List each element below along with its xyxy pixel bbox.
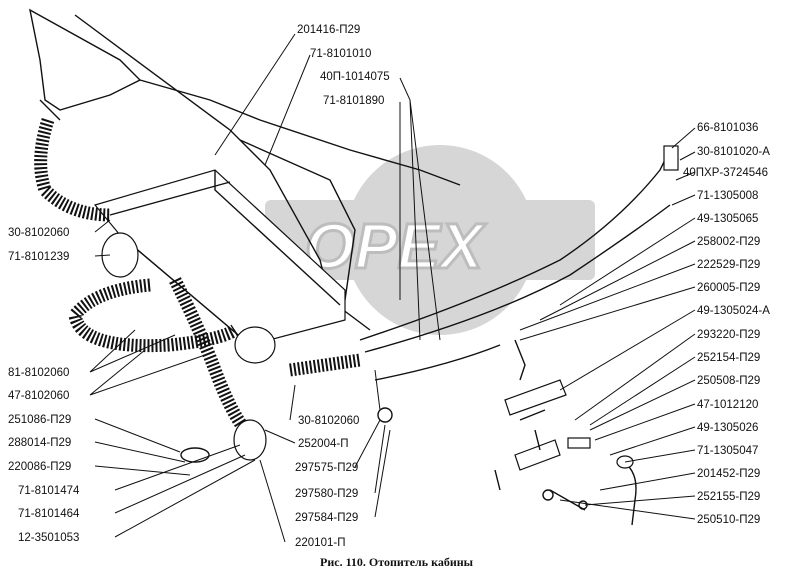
label-297575-p29: 297575-П29 bbox=[295, 462, 358, 474]
drain-tube bbox=[619, 459, 637, 526]
valve bbox=[663, 145, 679, 171]
watermark: OPEX bbox=[265, 145, 595, 335]
label-71-1305047: 71-1305047 bbox=[697, 445, 758, 457]
label-30-8102060-bottom: 30-8102060 bbox=[298, 415, 359, 427]
label-220101-p: 220101-П bbox=[295, 537, 345, 549]
label-30-8101020-a: 30-8101020-А bbox=[697, 146, 770, 158]
pipe-upper bbox=[359, 149, 671, 341]
label-251086-p29: 251086-П29 bbox=[8, 414, 71, 426]
label-252155-p29: 252155-П29 bbox=[697, 491, 760, 503]
label-260005-p29: 260005-П29 bbox=[697, 282, 760, 294]
hose-middle bbox=[68, 278, 239, 353]
watermark-text: OPEX bbox=[305, 210, 486, 282]
label-71-8101010: 71-8101010 bbox=[310, 48, 371, 60]
label-258002-p29: 258002-П29 bbox=[697, 236, 760, 248]
label-71-8101239: 71-8101239 bbox=[8, 251, 69, 263]
hose-clamp bbox=[180, 447, 210, 463]
label-40phr-3724546: 40ПХР-3724546 bbox=[683, 167, 768, 179]
hose-lower bbox=[169, 277, 251, 434]
label-201416-p29: 201416-П29 bbox=[297, 24, 360, 36]
label-252004-p: 252004-П bbox=[298, 438, 348, 450]
label-297580-p29: 297580-П29 bbox=[295, 488, 358, 500]
label-49-1305026: 49-1305026 bbox=[697, 422, 758, 434]
spring-clip bbox=[377, 407, 393, 423]
label-66-8101036: 66-8101036 bbox=[697, 122, 758, 134]
label-222529-p29: 222529-П29 bbox=[697, 259, 760, 271]
label-49-1305065: 49-1305065 bbox=[697, 213, 758, 225]
label-71-8101464: 71-8101464 bbox=[18, 508, 80, 520]
label-30-8102060-left: 30-8102060 bbox=[8, 227, 69, 239]
pipe-return bbox=[374, 344, 501, 381]
label-71-8101890: 71-8101890 bbox=[323, 95, 384, 107]
label-47-1012120: 47-1012120 bbox=[697, 399, 758, 411]
pipe-lower bbox=[364, 204, 671, 353]
label-71-8101474: 71-8101474 bbox=[18, 485, 80, 497]
electric-motor bbox=[233, 419, 267, 461]
label-71-1305008: 71-1305008 bbox=[697, 190, 758, 202]
bracket bbox=[567, 437, 591, 449]
label-288014-p29: 288014-П29 bbox=[8, 437, 71, 449]
label-250508-p29: 250508-П29 bbox=[697, 375, 760, 387]
label-293220-p29: 293220-П29 bbox=[697, 329, 760, 341]
label-49-1305024-a: 49-1305024-А bbox=[697, 305, 770, 317]
label-250510-p29: 250510-П29 bbox=[697, 514, 760, 526]
blower-motor-left bbox=[101, 232, 139, 278]
leader-lines bbox=[89, 33, 696, 543]
label-81-8102060: 81-8102060 bbox=[8, 367, 69, 379]
figure-caption: Рис. 110. Отопитель кабины bbox=[320, 555, 474, 569]
heater-drawing bbox=[29, 8, 679, 526]
label-47-8102060: 47-8102060 bbox=[8, 390, 69, 402]
label-297584-p29: 297584-П29 bbox=[295, 512, 358, 524]
label-40p-1014075: 40П-1014075 bbox=[320, 71, 390, 83]
arrow-down bbox=[514, 339, 526, 381]
blower-motor-right bbox=[234, 326, 276, 364]
tap-body bbox=[504, 379, 567, 416]
label-220086-p29: 220086-П29 bbox=[8, 461, 71, 473]
label-201452-p29: 201452-П29 bbox=[697, 468, 760, 480]
hose-upper-left bbox=[34, 117, 111, 222]
part-labels: 201416-П29 71-8101010 40П-1014075 71-810… bbox=[8, 24, 770, 549]
label-12-3501053: 12-3501053 bbox=[18, 532, 79, 544]
label-252154-p29: 252154-П29 bbox=[697, 352, 760, 364]
hose-outlet bbox=[289, 353, 361, 377]
